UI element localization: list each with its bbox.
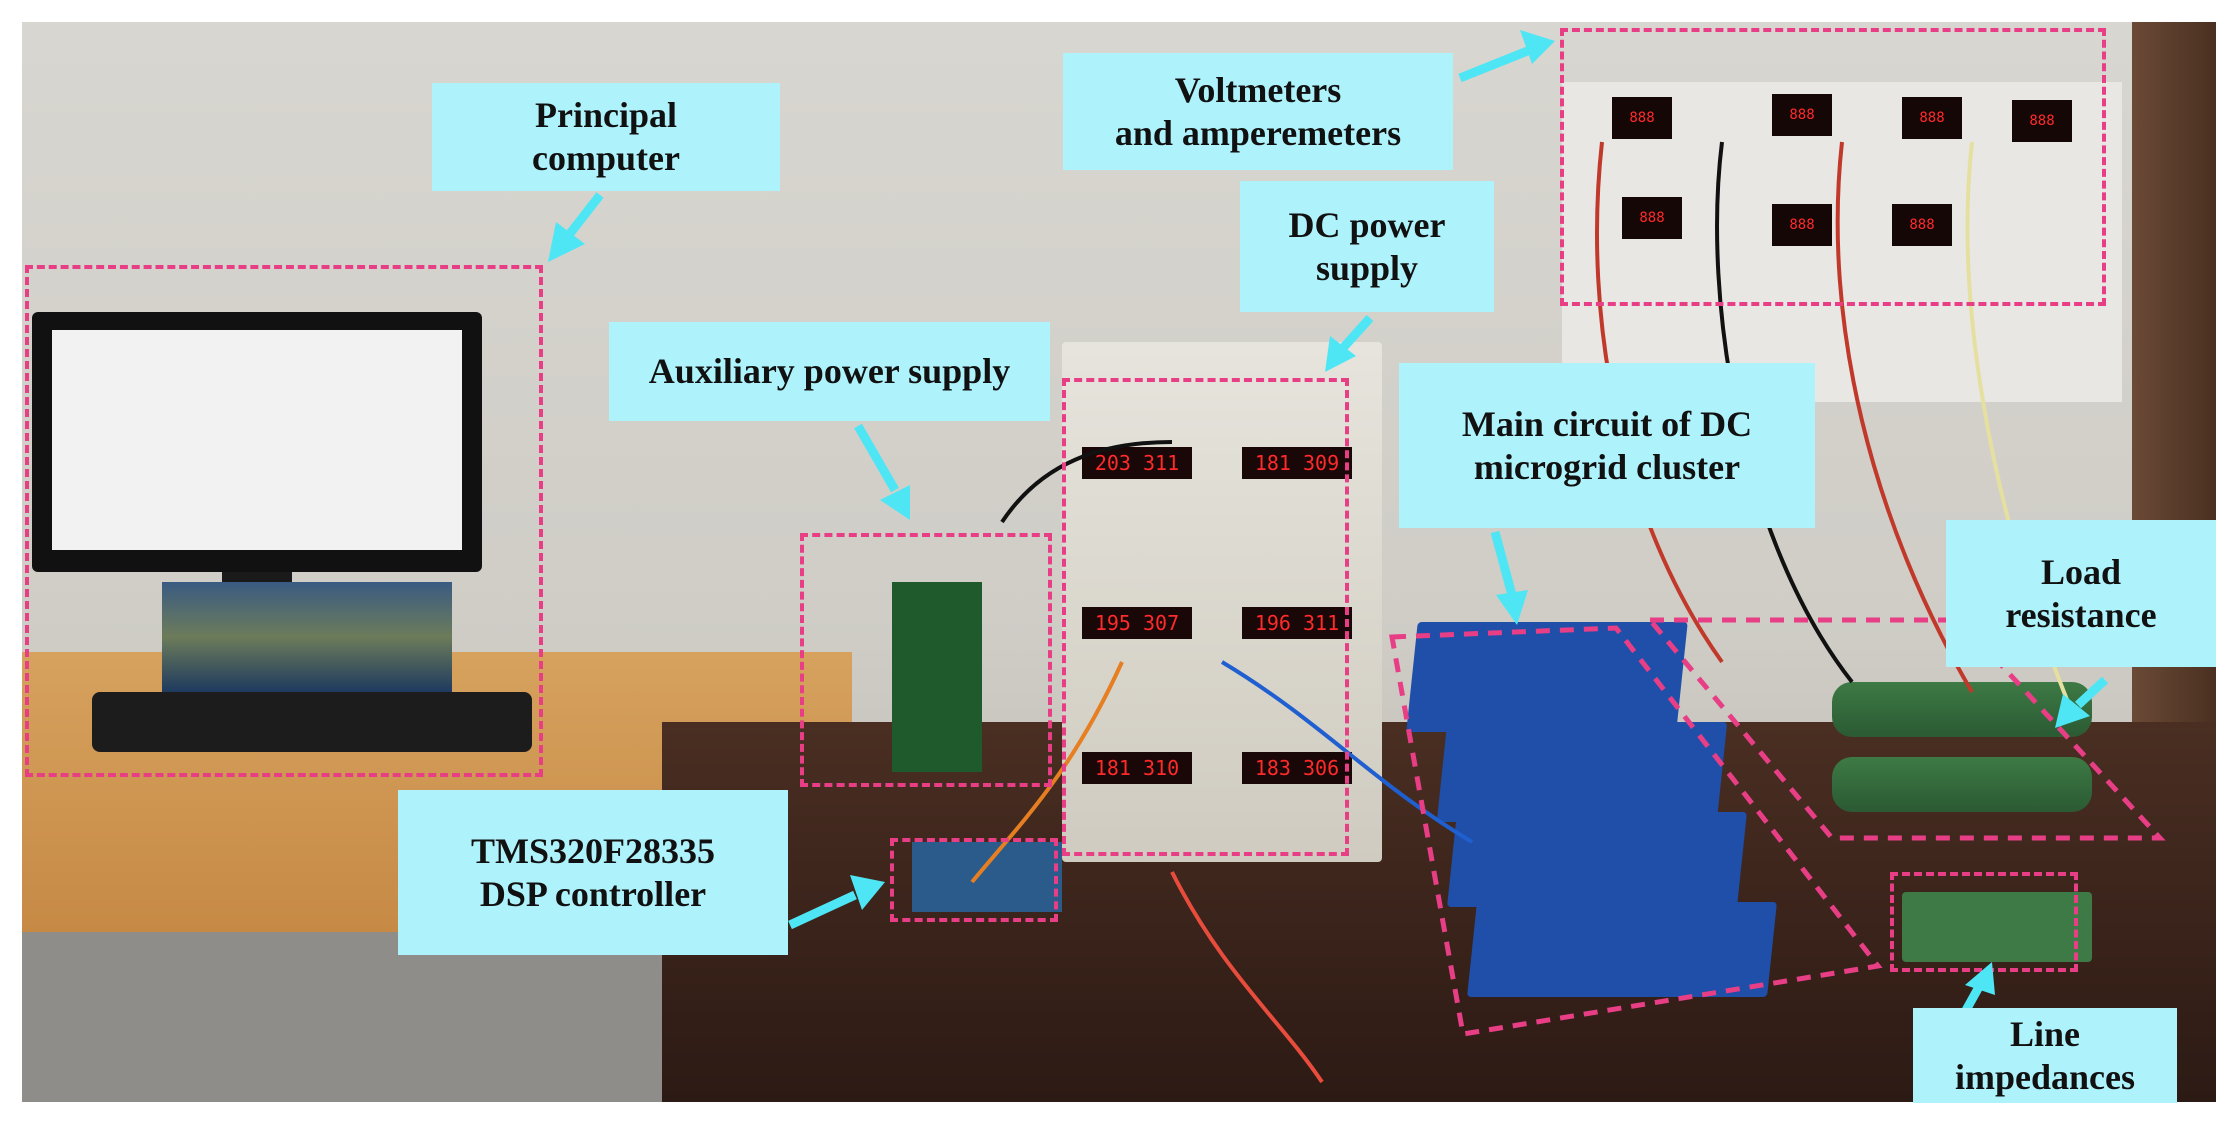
label-dc-power-supply: DC power supply — [1240, 181, 1494, 312]
label-line-impedances: Line impedances — [1913, 1008, 2177, 1103]
label-principal-computer-line1: Principal — [535, 95, 677, 135]
psu-display-5: 181 310 — [1082, 752, 1192, 784]
dc-power-supply-box — [1062, 378, 1349, 856]
panel-meter-3: 888 — [1902, 97, 1962, 139]
book-stack — [162, 582, 452, 692]
monitor-screen — [52, 330, 462, 550]
principal-computer-box — [25, 265, 543, 777]
panel-meter-5: 888 — [1622, 197, 1682, 239]
label-main-circuit: Main circuit of DC microgrid cluster — [1399, 363, 1815, 528]
label-dc-power-supply-line2: supply — [1315, 247, 1419, 288]
label-dc-power-supply-line1: DC power — [1288, 204, 1446, 245]
label-line-impedances-line1: Line — [2009, 1013, 2080, 1054]
keyboard — [92, 692, 532, 752]
psu-display-1: 203 311 — [1082, 447, 1192, 479]
computer-monitor — [32, 312, 482, 602]
label-voltmeters-line2: and amperemeters — [1114, 112, 1402, 153]
label-principal-computer: Principal computer — [432, 83, 780, 191]
panel-meter-1: 888 — [1612, 97, 1672, 139]
label-main-circuit-line2: microgrid cluster — [1473, 446, 1741, 487]
dc-power-supply-unit: 203 311 181 309 195 307 196 311 181 310 … — [1062, 342, 1382, 862]
label-auxiliary-power-supply: Auxiliary power supply — [609, 322, 1050, 421]
auxiliary-power-supply-box — [800, 533, 1052, 787]
label-voltmeters-line1: Voltmeters — [1174, 69, 1342, 110]
floor — [22, 932, 722, 1102]
panel-meter-4: 888 — [2012, 100, 2072, 142]
panel-meter-7: 888 — [1892, 204, 1952, 246]
label-load-resistance: Load resistance — [1946, 520, 2216, 667]
label-main-circuit-line1: Main circuit of DC — [1461, 403, 1753, 444]
dsp-board — [912, 842, 1062, 912]
label-dsp-controller-line1: TMS320F28335 — [470, 830, 715, 871]
label-line-impedances-line2: impedances — [1955, 1056, 2135, 1097]
label-auxiliary-power-supply-line1: Auxiliary power supply — [648, 351, 1011, 391]
psu-display-3: 195 307 — [1082, 607, 1192, 639]
label-dsp-controller: TMS320F28335 DSP controller — [398, 790, 788, 955]
dsp-controller-box — [890, 838, 1058, 922]
label-load-resistance-line2: resistance — [2005, 594, 2157, 635]
panel-meter-2: 888 — [1772, 94, 1832, 136]
line-impedances-box — [1890, 872, 2078, 972]
psu-display-4: 196 311 — [1242, 607, 1352, 639]
label-dsp-controller-line2: DSP controller — [479, 873, 707, 914]
label-load-resistance-line1: Load — [2040, 551, 2122, 592]
psu-display-6: 183 306 — [1242, 752, 1352, 784]
line-impedance-board — [1902, 892, 2092, 962]
auxiliary-power-board — [892, 582, 982, 772]
label-voltmeters: Voltmeters and amperemeters — [1063, 53, 1453, 170]
panel-meter-6: 888 — [1772, 204, 1832, 246]
psu-display-2: 181 309 — [1242, 447, 1352, 479]
label-principal-computer-line2: computer — [532, 138, 680, 178]
meters-box — [1560, 28, 2106, 306]
